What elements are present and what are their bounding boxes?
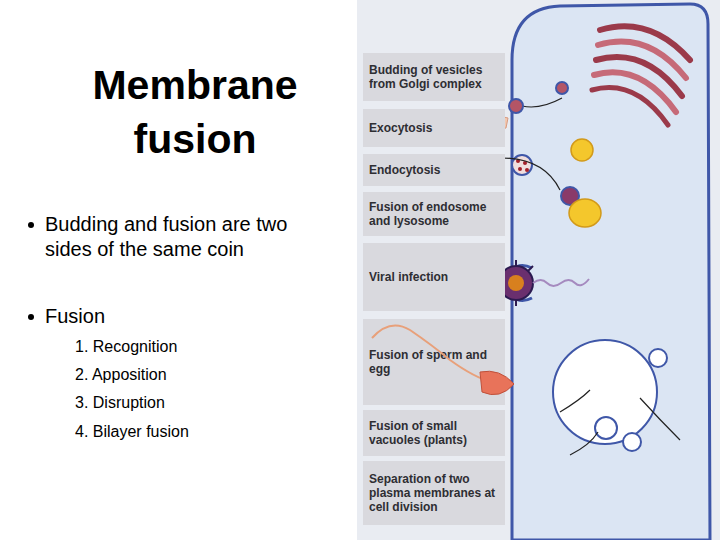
label-box: Fusion of sperm and egg bbox=[363, 319, 505, 405]
box-label: Fusion of endosome and lysosome bbox=[369, 200, 499, 228]
endocytic-vesicle bbox=[512, 155, 532, 175]
label-box: Budding of vesicles from Golgi complex bbox=[363, 53, 505, 101]
label-box: Fusion of small vacuoles (plants) bbox=[363, 410, 505, 456]
box-label: Endocytosis bbox=[369, 163, 499, 177]
sub-item: 4. Bilayer fusion bbox=[75, 422, 295, 442]
cell-membrane bbox=[512, 4, 710, 540]
label-box: Separation of two plasma membranes at ce… bbox=[363, 461, 505, 525]
bullet-text: Budding and fusion are two sides of the … bbox=[45, 212, 295, 262]
large-vacuole bbox=[553, 340, 657, 444]
label-box: Fusion of endosome and lysosome bbox=[363, 192, 505, 236]
label-box: Viral infection bbox=[363, 243, 505, 311]
bullet-text: 4. Bilayer fusion bbox=[75, 422, 295, 442]
bullet-text: Fusion bbox=[45, 304, 295, 329]
bullet-item: Budding and fusion are two sides of the … bbox=[45, 212, 295, 262]
bullet-text: 1. Recognition bbox=[75, 337, 295, 357]
small-vacuole bbox=[623, 433, 641, 451]
sub-item: 3. Disruption bbox=[75, 393, 295, 413]
bullet-text: 2. Apposition bbox=[75, 365, 295, 385]
slide-title: Membrane fusion bbox=[60, 58, 330, 166]
viral-genome bbox=[533, 279, 589, 286]
lysosome bbox=[571, 139, 593, 161]
golgi-complex bbox=[592, 26, 690, 125]
box-label: Separation of two plasma membranes at ce… bbox=[369, 472, 499, 514]
label-box: Endocytosis bbox=[363, 154, 505, 186]
vacuole-arrows bbox=[560, 390, 680, 455]
panel-background bbox=[357, 0, 720, 540]
bullet-dot bbox=[28, 314, 34, 320]
small-vacuole bbox=[595, 417, 617, 439]
label-box: Exocytosis bbox=[363, 109, 505, 147]
box-label: Fusion of small vacuoles (plants) bbox=[369, 419, 499, 447]
bullet-text: 3. Disruption bbox=[75, 393, 295, 413]
virus-core bbox=[508, 275, 524, 291]
vesicle-arrow bbox=[522, 98, 562, 107]
box-label: Viral infection bbox=[369, 270, 499, 284]
bullet-dot bbox=[28, 222, 34, 228]
small-vacuole bbox=[649, 349, 667, 367]
box-label: Fusion of sperm and egg bbox=[369, 348, 499, 376]
sub-item: 1. Recognition bbox=[75, 337, 295, 357]
golgi-vesicle bbox=[556, 82, 568, 94]
box-label: Exocytosis bbox=[369, 121, 499, 135]
sub-item: 2. Apposition bbox=[75, 365, 295, 385]
fusing-lysosome bbox=[569, 199, 601, 227]
box-label: Budding of vesicles from Golgi complex bbox=[369, 63, 499, 91]
budding-vesicle bbox=[509, 99, 523, 113]
bullet-item: Fusion bbox=[45, 304, 295, 329]
